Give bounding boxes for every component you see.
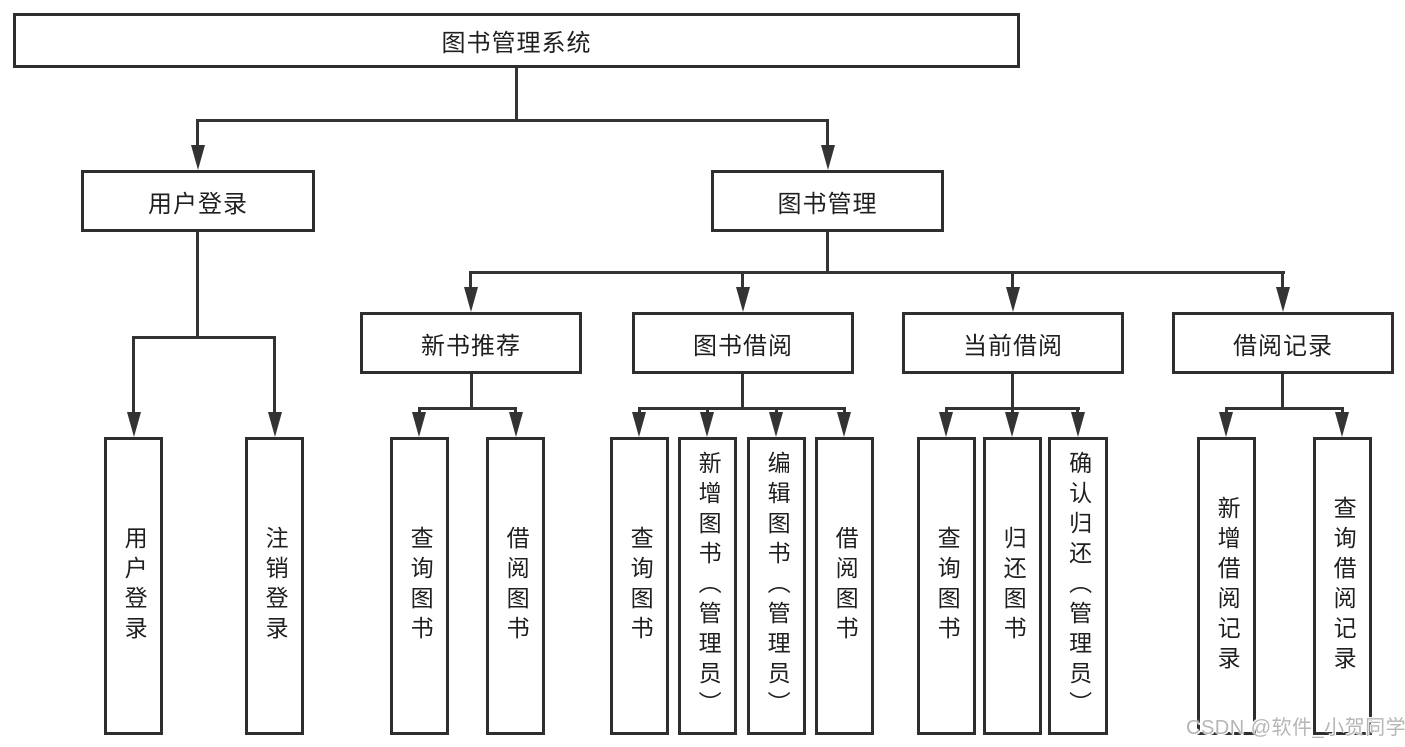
leaf-query-books-recommend: 查询图书	[390, 437, 449, 735]
node-book-management: 图书管理	[711, 170, 944, 232]
arrow-down-icon	[632, 412, 646, 437]
node-label: 注销登录	[262, 526, 289, 646]
leaf-borrow-books: 借阅图书	[815, 437, 874, 735]
node-label: 查询图书	[934, 526, 961, 646]
leaf-logout: 注销登录	[245, 437, 304, 735]
connector-line	[741, 374, 744, 407]
node-label: 借阅图书	[832, 526, 859, 646]
arrow-down-icon	[700, 412, 714, 437]
arrow-down-icon	[1219, 412, 1233, 437]
node-borrowing-records: 借阅记录	[1172, 312, 1394, 374]
node-label: 图书管理	[777, 190, 878, 218]
node-label: 查询借阅记录	[1330, 496, 1357, 676]
connector-line	[1341, 407, 1344, 413]
connector-line	[1281, 374, 1284, 407]
arrow-down-icon	[769, 412, 783, 437]
node-label: 图书管理系统	[441, 30, 592, 57]
connector-line	[1225, 407, 1344, 410]
connector-line	[132, 336, 135, 413]
connector-line	[418, 407, 421, 413]
arrow-down-icon	[412, 412, 426, 437]
connector-line	[132, 336, 276, 339]
connector-line	[196, 232, 199, 336]
node-label: 当前借阅	[963, 332, 1063, 360]
node-label: 用户登录	[121, 526, 148, 646]
arrow-down-icon	[1006, 287, 1020, 312]
arrow-down-icon	[191, 145, 205, 170]
connector-line	[273, 336, 276, 413]
connector-line	[1076, 407, 1079, 413]
leaf-add-book-admin: 新增图书（管理员）	[678, 437, 737, 735]
node-label: 编辑图书（管理员）	[764, 451, 791, 721]
leaf-user-login: 用户登录	[104, 437, 163, 735]
arrow-down-icon	[268, 412, 282, 437]
connector-line	[515, 68, 518, 119]
watermark: CSDN @软件_小贺同学	[1186, 717, 1405, 739]
connector-line	[706, 407, 709, 413]
connector-line	[1225, 407, 1228, 413]
leaf-query-borrow-record: 查询借阅记录	[1313, 437, 1372, 735]
connector-line	[1011, 407, 1014, 413]
node-label: 借阅记录	[1233, 332, 1333, 360]
connector-line	[196, 119, 199, 146]
node-book-borrowing: 图书借阅	[632, 312, 854, 374]
connector-line	[1011, 271, 1014, 288]
connector-line	[514, 407, 517, 413]
connector-line	[1281, 271, 1284, 288]
node-label: 归还图书	[1000, 526, 1027, 646]
node-new-book-recommendation: 新书推荐	[360, 312, 582, 374]
arrow-down-icon	[821, 145, 835, 170]
connector-line	[843, 407, 846, 413]
arrow-down-icon	[509, 412, 523, 437]
node-label: 新增借阅记录	[1214, 496, 1241, 676]
node-library-management-system: 图书管理系统	[13, 13, 1020, 68]
node-label: 用户登录	[148, 190, 248, 218]
arrow-down-icon	[127, 412, 141, 437]
leaf-add-borrow-record: 新增借阅记录	[1197, 437, 1256, 735]
connector-line	[418, 407, 517, 410]
connector-line	[1011, 374, 1014, 407]
connector-line	[638, 407, 641, 413]
leaf-return-books: 归还图书	[983, 437, 1042, 735]
connector-line	[826, 119, 829, 146]
node-label: 确认归还（管理员）	[1065, 451, 1092, 721]
node-label: 新增图书（管理员）	[695, 451, 722, 721]
connector-line	[470, 374, 473, 407]
connector-line	[470, 271, 1285, 274]
node-user-login: 用户登录	[81, 170, 315, 232]
arrow-down-icon	[837, 412, 851, 437]
connector-line	[469, 271, 472, 288]
arrow-down-icon	[1005, 412, 1019, 437]
leaf-query-books-borrowing: 查询图书	[610, 437, 669, 735]
node-current-borrowing: 当前借阅	[902, 312, 1124, 374]
leaf-confirm-return-admin: 确认归还（管理员）	[1048, 437, 1108, 735]
connector-line	[775, 407, 778, 413]
arrow-down-icon	[736, 287, 750, 312]
arrow-down-icon	[1276, 287, 1290, 312]
leaf-borrow-books-recommend: 借阅图书	[486, 437, 545, 735]
leaf-edit-book-admin: 编辑图书（管理员）	[747, 437, 806, 735]
arrow-down-icon	[1335, 412, 1349, 437]
arrow-down-icon	[1071, 412, 1085, 437]
connector-line	[945, 407, 948, 413]
connector-line	[638, 407, 846, 410]
leaf-query-books-current: 查询图书	[917, 437, 976, 735]
arrow-down-icon	[939, 412, 953, 437]
node-label: 新书推荐	[421, 332, 521, 360]
node-label: 查询图书	[407, 526, 434, 646]
connector-line	[741, 271, 744, 288]
arrow-down-icon	[464, 287, 478, 312]
node-label: 查询图书	[627, 526, 654, 646]
connector-line	[826, 232, 829, 271]
node-label: 借阅图书	[503, 526, 530, 646]
node-label: 图书借阅	[693, 332, 793, 360]
connector-line	[197, 119, 829, 122]
